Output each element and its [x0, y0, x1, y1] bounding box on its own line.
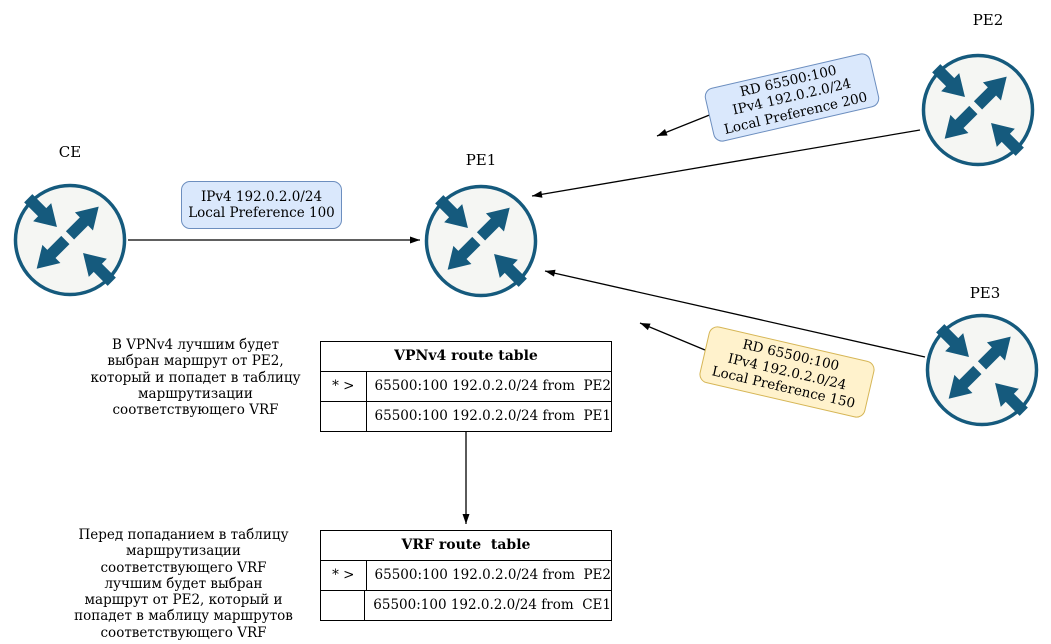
router-icon-pe3 [925, 313, 1039, 427]
best-path-flag [321, 402, 367, 431]
table-row: * > 65500:100 192.0.2.0/24 from PE2 [321, 560, 611, 590]
table-row: 65500:100 192.0.2.0/24 from CE1 [321, 590, 611, 620]
router-icon-ce [13, 183, 127, 297]
edge-pe2-to-pe1 [531, 129, 921, 198]
table-row: * > 65500:100 192.0.2.0/24 from PE2 [321, 371, 611, 401]
vrf-table-title: VRF route table [401, 537, 531, 553]
router-label-pe3: PE3 [969, 284, 1001, 302]
router-label-pe1: PE1 [465, 151, 497, 169]
edge-pe3-to-pe1 [544, 269, 926, 358]
best-path-flag [321, 591, 366, 620]
route-entry: 65500:100 192.0.2.0/24 from PE2 [374, 567, 611, 583]
route-entry: 65500:100 192.0.2.0/24 from PE2 [374, 378, 611, 394]
router-label-pe2: PE2 [972, 11, 1004, 29]
router-icon-pe1 [424, 184, 538, 298]
route-entry: 65500:100 192.0.2.0/24 from CE1 [373, 597, 611, 613]
edge-pe3-label-arrow [639, 322, 706, 351]
vpnv4-table-title: VPNv4 route table [394, 348, 538, 364]
vrf-route-table: VRF route table * > 65500:100 192.0.2.0/… [320, 530, 612, 621]
table-row: 65500:100 192.0.2.0/24 from PE1 [321, 401, 611, 431]
best-path-flag: * > [321, 561, 367, 590]
best-path-flag: * > [321, 372, 367, 401]
route-entry: 65500:100 192.0.2.0/24 from PE1 [374, 408, 611, 424]
router-icon-pe2 [921, 53, 1035, 167]
vpnv4-route-table: VPNv4 route table * > 65500:100 192.0.2.… [320, 341, 612, 432]
router-label-ce: CE [58, 143, 82, 161]
edge-pe2-label-arrow [656, 113, 713, 137]
